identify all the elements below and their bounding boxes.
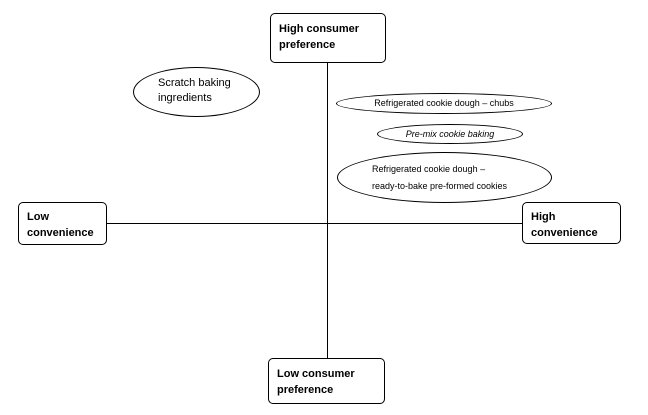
vertical-axis: [327, 62, 328, 362]
horizontal-axis: [106, 223, 523, 224]
item-line: ingredients: [158, 92, 212, 104]
item-label: Refrigerated cookie dough – chubs: [374, 98, 514, 108]
label-line: convenience: [27, 227, 94, 239]
item-label: Pre-mix cookie baking: [405, 129, 495, 139]
label-line: Low consumer: [277, 368, 355, 380]
scratch-baking-ellipse: Scratch baking ingredients: [133, 67, 260, 117]
label-line: High: [531, 211, 556, 223]
item-line: Scratch baking: [158, 77, 231, 89]
item-line: ready-to-bake pre-formed cookies: [372, 181, 508, 191]
pre-mix-cookie-baking-ellipse: Pre-mix cookie baking: [377, 124, 523, 144]
label-line: High consumer: [279, 23, 360, 35]
low-consumer-preference-label: Low consumer preference: [268, 358, 385, 404]
ready-to-bake-cookies-ellipse: Refrigerated cookie dough – ready-to-bak…: [337, 152, 552, 203]
label-line: Low: [27, 211, 49, 223]
item-line: Refrigerated cookie dough –: [372, 164, 486, 174]
low-convenience-label: Low convenience: [18, 202, 107, 245]
label-line: preference: [277, 384, 334, 396]
cookie-dough-chubs-ellipse: Refrigerated cookie dough – chubs: [336, 93, 552, 114]
label-line: convenience: [531, 227, 598, 239]
high-convenience-label: High convenience: [522, 202, 621, 244]
high-consumer-preference-label: High consumer preference: [270, 13, 386, 63]
label-line: preference: [279, 39, 336, 51]
